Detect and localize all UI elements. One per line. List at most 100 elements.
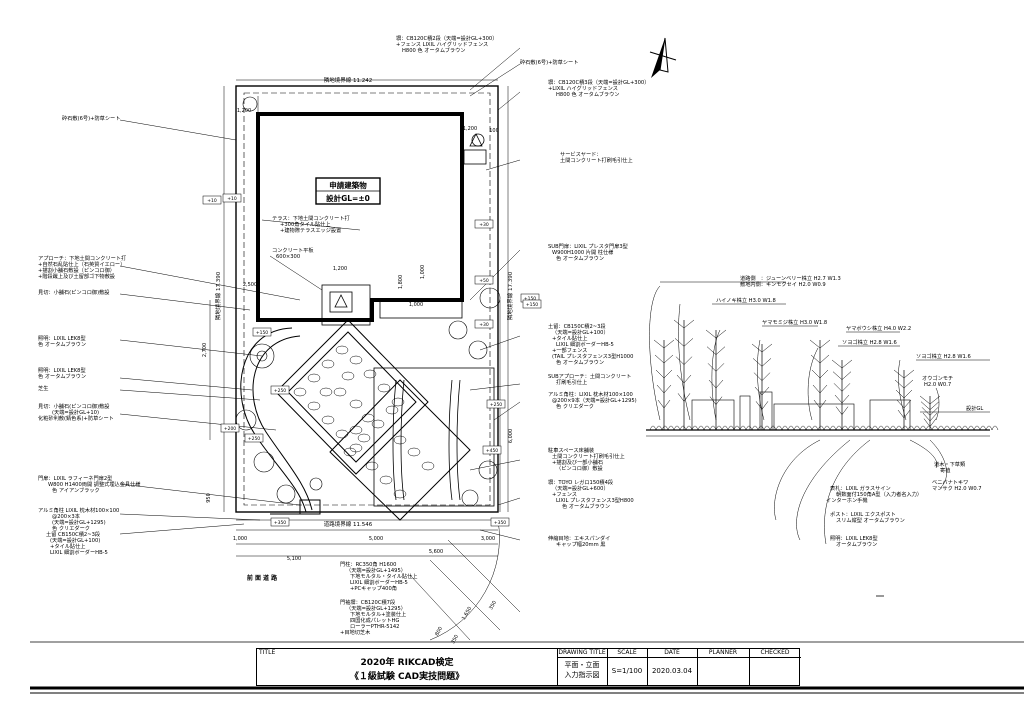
plan-note-bottom: 四国化成パレットHG [350, 616, 399, 624]
elevation-label: 寄植 [940, 466, 950, 474]
plan-note-top: H800 色 オータムブラウン [556, 90, 619, 98]
boundary-bottom-label: 道路境界線 11.546 [324, 520, 373, 528]
checked-header: CHECKED [760, 649, 790, 656]
plan-note-right: SUB門扉：LIXIL プレスタ門扉3型 [548, 242, 628, 250]
boundary-right-label: 隣地境界線 17.390 [506, 271, 514, 320]
title-block: TITLE 2020年 RIKCAD検定 《１級試験 CAD実技問題》 DRAW… [256, 648, 801, 686]
elevation-label: マンサク H2.0 W0.7 [932, 485, 982, 492]
level-text: +250 [274, 388, 286, 394]
building-gl-label: 設計GL=±0 [326, 193, 370, 203]
level-text: +10 [227, 196, 237, 202]
plan-note-right: 色 クリエダーク [556, 402, 594, 410]
site-boundary [235, 85, 499, 513]
plan-note-right: 駐車スペース床舗装 [548, 446, 594, 454]
plan-note-right: (TAIL プレスタフェンス3型H1000 [552, 352, 633, 360]
elevation-label: 敷地内側：キンモクセイ H2.0 W0.9 [740, 280, 826, 288]
level-box [474, 219, 494, 229]
level-box [474, 319, 494, 329]
elevation-label: 朝数面付150角A型（入力者名入力） [836, 490, 922, 498]
plan-note-center: テラス：下地土間コンクリート打 [272, 214, 350, 222]
plan-note-left: LIXIL 細割ボーダーHB-5 [50, 548, 108, 556]
level-text: +30 [479, 222, 489, 228]
plan-note-top: 塀：CB120C積3段（天端=設計GL+300） [548, 78, 649, 86]
plan-note-left: W800 H1400両開 調整式埋込金具仕様 [48, 480, 141, 488]
plan-note-left: 色 オータムブラウン [38, 340, 86, 348]
level-text: +50 [479, 278, 489, 284]
elevation-label: 道木・下草類 [934, 460, 966, 468]
level-markers [202, 193, 542, 527]
elevation-label: ヤマボウシ株立 H4.0 W2.2 [846, 324, 911, 332]
plan-note-right: 打刷毛引仕上 [556, 378, 587, 386]
date-value: 2020.03.04 [651, 667, 693, 675]
plan-note-left: (天端=設計GL+1295) [52, 518, 106, 526]
plan-note-left: 見切：小舗石(ピンコロ御)敷設 [38, 402, 110, 410]
parking-area [373, 367, 495, 507]
plan-note-right: +フェンス [552, 491, 577, 498]
plan-note-top: H800 色 オータムブラウン [402, 46, 465, 54]
plan-note-right: W900H1000 片開 柱仕様 [552, 248, 614, 256]
level-box [220, 423, 240, 433]
plan-note-left: 砕石敷(6号)+防草シート [62, 114, 120, 122]
plan-note-left: 化粧砂利敷(錆色系)+防草シート [38, 414, 114, 422]
date-header: DATE [664, 649, 680, 656]
elevation-label: 照明：LIXIL LEK8型 [830, 534, 878, 542]
building-label: 申請建築物 [329, 180, 367, 190]
dimension-text: 1,650 [461, 606, 473, 621]
dimension-text: 3,000 [481, 536, 495, 542]
plan-note-right: 色 オータムブラウン [556, 254, 604, 262]
plan-note-bottom: +目地切芝木 [340, 628, 371, 636]
plan-note-left: アプローチ：下地土間コンクリート打 [38, 254, 126, 262]
level-box [222, 193, 242, 203]
level-text: +150 [526, 302, 538, 308]
plan-note-left: 門扉：LIXIL ラフィーネ門扉2型 [38, 474, 112, 482]
plan-note-top: 塀：CB120C積2段（天端=設計GL+300） [396, 34, 497, 42]
plan-note-left: アルミ角柱 LIXIL 枕木材100×100 [38, 506, 119, 514]
plan-note-bottom: 門柱：RC350角 H1600 [340, 560, 396, 568]
level-text: +200 [224, 426, 236, 432]
road-label: 前 面 道 路 [247, 574, 278, 582]
plan-note-left: (天端=設計GL+10) [52, 408, 99, 416]
plan-note-top: 土間コンクリート打刷毛引仕上 [560, 156, 633, 164]
level-box [270, 385, 290, 395]
plan-note-right: @200×9本（天端=設計GL+1295) [552, 396, 637, 404]
dimension-text: 800 [434, 626, 444, 637]
level-box [244, 433, 264, 443]
plan-note-right: +タイル貼仕上 [552, 334, 587, 342]
plan-note-center: 600×300 [276, 254, 300, 260]
dimension-text: 1,200 [333, 266, 347, 272]
plan-note-bottom: LIXIL 細割ボーダーHB-5 [350, 578, 408, 586]
plan-note-right: +一部フェンス [552, 346, 587, 354]
dimension-text: 1,000 [409, 302, 423, 308]
lawn-curve [240, 327, 313, 513]
level-box [202, 195, 222, 205]
level-box [270, 517, 290, 527]
leader-lines [119, 47, 521, 541]
plan-note-right: 伸縮目地：エキスパンダイ [548, 534, 610, 542]
boundary-top-label: 隣地境界線 11.242 [324, 76, 373, 84]
elevation-label: ソヨゴ株立 H2.8 W1.6 [842, 338, 897, 346]
elevation-label: ハイノキ株立 H3.0 W1.8 [716, 296, 776, 304]
elevation-label: インターホン手機 [826, 496, 868, 504]
dimension-text: 2,700 [202, 343, 208, 357]
title-line2: 《１級試験 CAD実技問題》 [349, 672, 465, 682]
plan-note-left: @200×3本 [52, 512, 80, 520]
plan-note-right: アルミ角柱：LIXIL 枕木材100×100 [548, 390, 633, 398]
plan-note-right: 色 オータムブラウン [556, 358, 604, 366]
plan-note-bottom: 門袖塀：CB120C積7段 [340, 598, 395, 606]
level-text: +350 [494, 520, 506, 526]
plan-note-right: 土間コンクリート打刷毛引仕上 [552, 452, 625, 460]
dimension-text: 950 [206, 493, 212, 503]
plan-note-top: サービスヤード： [560, 150, 602, 158]
dimension-text: 1,200 [237, 108, 251, 114]
level-box [522, 299, 542, 309]
plan-note-left: 色 クリエダーク [52, 524, 90, 532]
plan-note-top: +フェンス LIXIL ハイグリッドフェンス [396, 40, 488, 48]
level-box [482, 445, 502, 455]
plan-note-right: キャップ幅20mm 黒 [556, 540, 605, 548]
gate-wall [270, 499, 321, 515]
stone-pattern [293, 345, 435, 499]
elevation-view [646, 281, 999, 545]
level-text: +350 [274, 520, 286, 526]
level-box [252, 327, 272, 337]
planner-header: PLANNER [708, 649, 738, 656]
